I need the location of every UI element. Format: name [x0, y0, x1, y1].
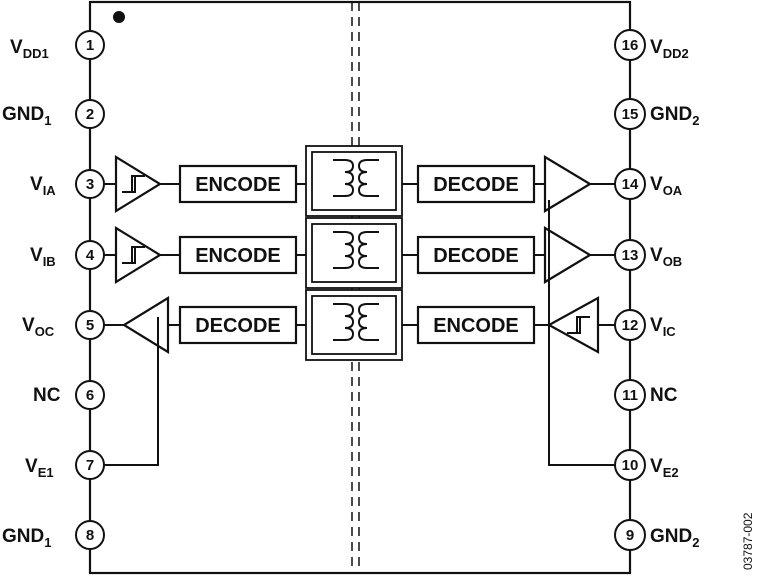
pin-label-6: NC: [33, 385, 61, 406]
decode-block-c-label: DECODE: [195, 315, 281, 337]
decode-block-b: [416, 235, 536, 275]
pin1-dot-icon: [113, 11, 125, 23]
buffer-triangle-icon: [543, 226, 593, 284]
pin-number-7: 7: [86, 457, 94, 474]
schmitt-trigger-icon: [114, 226, 163, 284]
pin-label-14: VOA: [650, 174, 683, 198]
document-number: 03787-002: [741, 512, 755, 570]
pin-circle-8: [75, 520, 105, 550]
pin-label-11: NC: [650, 385, 678, 406]
pin-circle-10: [614, 449, 646, 481]
encode-block-c: [416, 305, 536, 345]
pin-circle-1: [75, 30, 105, 60]
transformer-coil-icon: [305, 145, 403, 217]
right-pins: 16 15 14 13 12 11 10 9: [614, 29, 646, 551]
buffer-triangle-icon: [543, 155, 593, 213]
pin-circle-7: [75, 450, 105, 480]
decode-block-b-label: DECODE: [433, 245, 519, 267]
pin-label-15: GND2: [650, 104, 699, 128]
pin-circle-16: [614, 29, 646, 61]
pin-number-2: 2: [86, 106, 94, 123]
pin-label-16: VDD2: [650, 37, 689, 61]
pin-label-13: VOB: [650, 245, 682, 269]
transformer-coil-icon: [305, 289, 403, 361]
pin-circle-2: [75, 99, 105, 129]
left-blocks: ENCODE ENCODE DECODE: [178, 164, 298, 345]
pin-label-8: GND1: [2, 526, 51, 550]
schmitt-trigger-icon: [114, 155, 163, 213]
pin-circle-3: [75, 169, 105, 199]
schmitt-trigger-icon: [546, 296, 600, 354]
encode-block-b: [178, 235, 298, 275]
pin-number-14: 14: [622, 176, 639, 193]
pin-label-5: VOC: [22, 315, 55, 339]
left-pins: 1 2 3 4 5 6 7 8: [75, 30, 105, 550]
pin-number-10: 10: [622, 457, 639, 474]
pin-label-7: VE1: [25, 456, 54, 480]
pin-label-9: GND2: [650, 526, 699, 550]
pin-circle-11: [614, 379, 646, 411]
pin-label-1: VDD1: [10, 37, 49, 61]
pin-circle-4: [75, 240, 105, 270]
pin-circle-12: [614, 309, 646, 341]
pin-circle-14: [614, 168, 646, 200]
pin-label-2: GND1: [2, 104, 51, 128]
transformers: [305, 145, 403, 361]
pin-label-4: VIB: [30, 245, 56, 269]
right-pin-labels: VDD2 GND2 VOA VOB VIC NC VE2 GND2: [650, 37, 699, 550]
pin-number-15: 15: [622, 106, 639, 123]
decode-block-a: [416, 164, 536, 204]
pin-circle-9: [614, 519, 646, 551]
pin-number-9: 9: [626, 527, 634, 544]
transformer-coil-icon: [305, 217, 403, 289]
right-blocks: DECODE DECODE ENCODE: [416, 164, 536, 345]
pin-number-11: 11: [622, 387, 638, 404]
pin-circle-13: [614, 239, 646, 271]
pin-circle-5: [75, 310, 105, 340]
buffer-triangle-icon: [121, 296, 170, 354]
pin-circle-6: [75, 380, 105, 410]
pin-label-12: VIC: [650, 315, 676, 339]
pin-label-3: VIA: [30, 174, 56, 198]
decode-block-c: [178, 305, 298, 345]
pin-label-10: VE2: [650, 456, 679, 480]
pin-circle-15: [614, 98, 646, 130]
pin-number-4: 4: [86, 247, 95, 264]
pin-number-13: 13: [622, 247, 639, 264]
pin-number-1: 1: [86, 37, 94, 54]
encode-block-a-label: ENCODE: [195, 174, 281, 196]
pin-number-3: 3: [86, 176, 94, 193]
pin-number-8: 8: [86, 527, 94, 544]
left-pin-labels: VDD1 GND1 VIA VIB VOC NC VE1 GND1: [2, 37, 61, 550]
encode-block-b-label: ENCODE: [195, 245, 281, 267]
pin-number-16: 16: [622, 37, 639, 54]
encode-block-a: [178, 164, 298, 204]
pin-number-6: 6: [86, 387, 94, 404]
decode-block-a-label: DECODE: [433, 174, 519, 196]
package-outline: [88, 0, 632, 575]
pin-number-5: 5: [86, 317, 94, 334]
pin-number-12: 12: [622, 317, 639, 334]
encode-block-c-label: ENCODE: [433, 315, 519, 337]
